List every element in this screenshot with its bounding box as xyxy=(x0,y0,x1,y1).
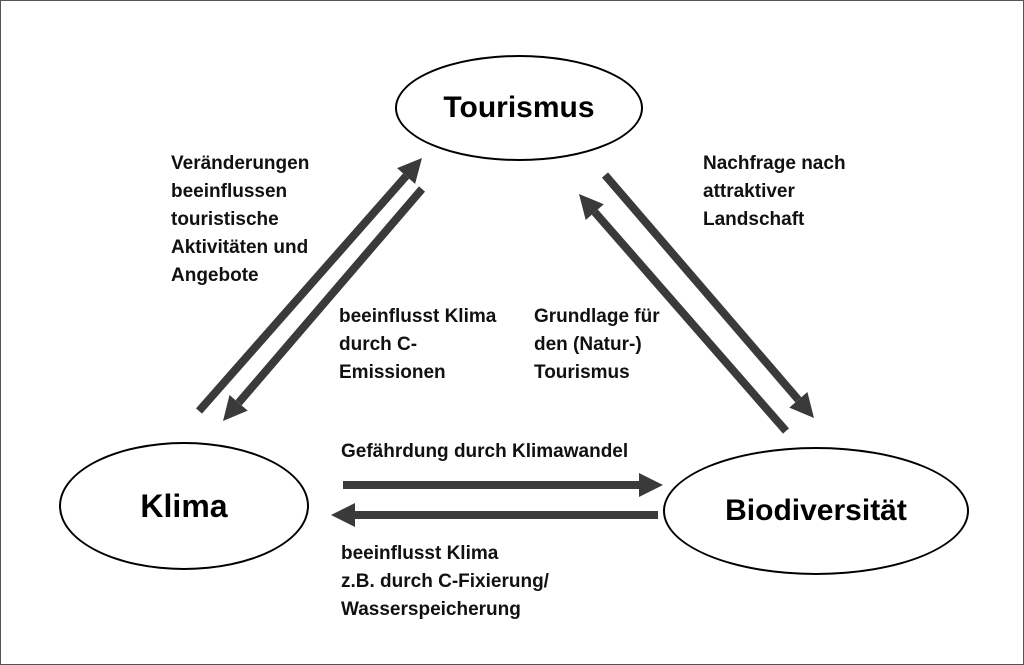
arrow-klima-to-tourismus-head xyxy=(397,158,422,184)
node-tourismus-label: Tourismus xyxy=(443,91,595,124)
arrow-group xyxy=(195,158,814,527)
node-biodiversitaet-label: Biodiversität xyxy=(725,494,907,527)
arrow-klima-to-biodiversitaet-head xyxy=(639,473,663,497)
label-tourismus-to-klima: beeinflusst Klima durch C- Emissionen xyxy=(339,306,497,383)
label-biodiversitaet-to-tourismus: Grundlage für den (Natur-) Tourismus xyxy=(534,306,660,383)
arrow-klima-to-tourismus-shaft xyxy=(195,173,410,414)
arrow-tourismus-to-klima-head xyxy=(223,395,248,421)
node-biodiversitaet: Biodiversität xyxy=(663,447,969,575)
label-klima-to-biodiversitaet: Gefährdung durch Klimawandel xyxy=(341,441,629,462)
node-klima-label: Klima xyxy=(140,487,228,524)
label-tourismus-to-biodiversitaet: Nachfrage nach attraktiver Landschaft xyxy=(703,153,846,230)
arrow-biodiversitaet-to-tourismus-shaft xyxy=(591,209,790,434)
arrow-tourismus-to-klima-shaft xyxy=(235,186,426,406)
label-biodiversitaet-to-klima: beeinflusst Klima z.B. durch C-Fixierung… xyxy=(341,543,549,620)
arrow-biodiversitaet-to-tourismus-head xyxy=(579,194,604,220)
arrow-tourismus-to-biodiversitaet-head xyxy=(789,392,814,418)
label-klima-to-tourismus: Veränderungen beeinflussen touristische … xyxy=(171,153,310,286)
node-tourismus: Tourismus xyxy=(395,55,643,161)
arrow-tourismus-to-biodiversitaet-shaft xyxy=(601,172,802,403)
node-klima: Klima xyxy=(59,442,309,570)
arrow-biodiversitaet-to-klima-head xyxy=(331,503,355,527)
